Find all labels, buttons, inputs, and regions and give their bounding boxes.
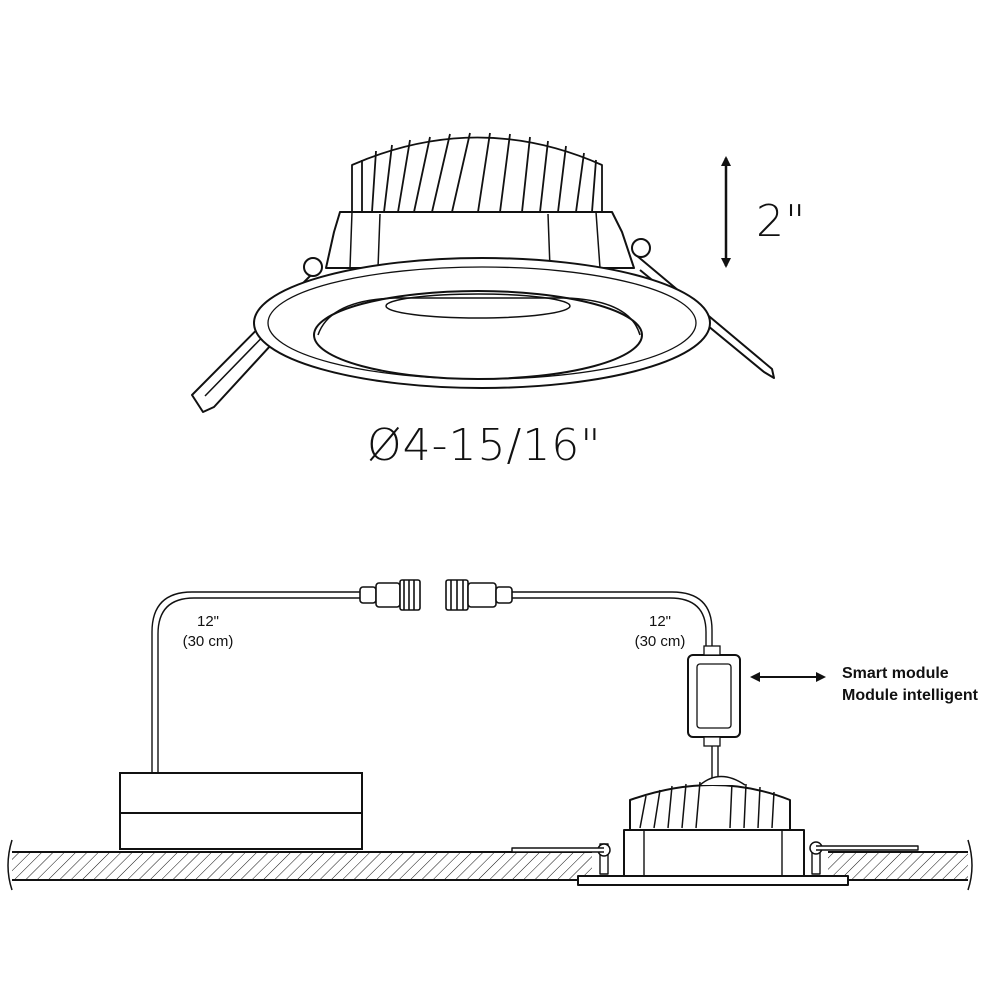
- connector-male: [359, 579, 421, 611]
- left-lead-cm: (30 cm): [182, 633, 234, 650]
- smart-module-label-fr: Module intelligent: [842, 687, 978, 704]
- smart-module-label-en: Smart module: [842, 665, 949, 682]
- diameter-label: Ø4-15/16": [367, 420, 602, 471]
- height-label: 2": [756, 196, 807, 247]
- driver-box: [119, 772, 363, 850]
- smart-module: [687, 645, 741, 747]
- right-lead-inches: 12": [648, 613, 671, 630]
- aperture: [313, 290, 643, 380]
- downlight-perspective: [191, 132, 775, 413]
- left-lead-inches: 12": [196, 613, 219, 630]
- left-lead-length: 12" (30 cm): [176, 612, 240, 652]
- connector-female: [445, 579, 513, 611]
- right-lead-length: 12" (30 cm): [628, 612, 692, 652]
- heat-sink: [351, 132, 603, 213]
- cables: [151, 591, 719, 782]
- smart-module-label: Smart module Module intelligent: [842, 663, 978, 707]
- housing: [325, 211, 635, 269]
- installed-downlight: [511, 775, 919, 886]
- right-lead-cm: (30 cm): [634, 633, 686, 650]
- ceiling-section: [7, 839, 973, 891]
